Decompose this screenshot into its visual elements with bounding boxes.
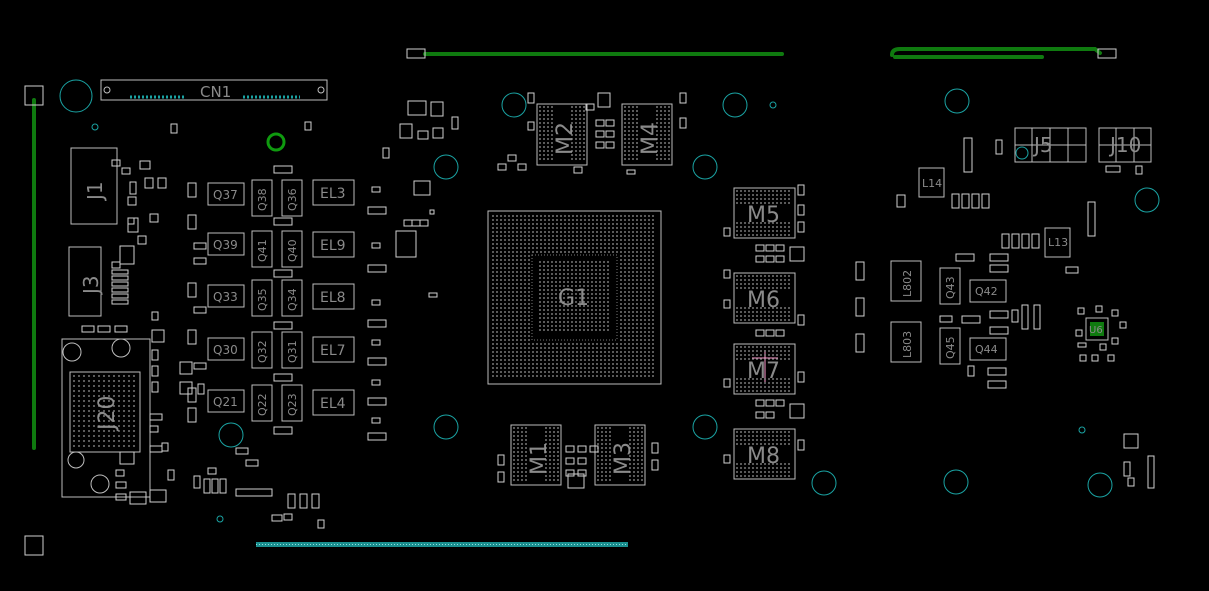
el7-label: EL7 <box>320 343 346 359</box>
mosfet-q30[interactable]: Q30 <box>207 337 245 361</box>
q40-label: Q40 <box>286 239 299 262</box>
mosfet-q34[interactable]: Q34 <box>281 279 303 317</box>
m7-label: M7 <box>747 359 780 384</box>
memory-m7[interactable]: M7 <box>733 343 796 395</box>
q38-label: Q38 <box>256 188 269 211</box>
inductor-el9[interactable]: EL9 <box>312 231 355 258</box>
inductor-el3[interactable]: EL3 <box>312 179 355 206</box>
q31-label: Q31 <box>286 340 299 363</box>
mosfet-q42[interactable]: Q42 <box>969 279 1007 303</box>
memory-m8[interactable]: M8 <box>733 428 796 480</box>
connector-j3[interactable]: J3 <box>68 246 103 317</box>
el4-label: EL4 <box>320 396 346 412</box>
mosfet-q41[interactable]: Q41 <box>251 230 273 268</box>
connector-j1[interactable]: J1 <box>70 147 118 225</box>
inductor-el4[interactable]: EL4 <box>312 389 355 416</box>
q43-label: Q43 <box>944 276 957 299</box>
memory-m5[interactable]: M5 <box>733 187 796 239</box>
inductor-el8[interactable]: EL8 <box>312 283 355 310</box>
q37-label: Q37 <box>213 188 238 202</box>
mosfet-q21[interactable]: Q21 <box>207 389 245 413</box>
connector-cn1[interactable]: CN1 <box>100 79 328 101</box>
q34-label: Q34 <box>286 288 299 311</box>
q39-label: Q39 <box>213 238 238 252</box>
mosfet-q37[interactable]: Q37 <box>207 182 245 206</box>
smd-components <box>81 92 1155 529</box>
inductor-l14[interactable]: L14 <box>918 167 945 198</box>
q35-label: Q35 <box>256 288 269 311</box>
m3-label: M3 <box>611 442 636 475</box>
l14-label: L14 <box>922 177 942 190</box>
q23-label: Q23 <box>286 393 299 416</box>
connector-j5[interactable]: J5 <box>1014 127 1087 163</box>
inductor-l803[interactable]: L803 <box>890 321 922 363</box>
memory-m4[interactable]: M4 <box>621 103 673 166</box>
pcie-edge-connector <box>256 542 628 547</box>
memory-m1[interactable]: M1 <box>510 424 562 486</box>
mounting-holes <box>59 79 1160 523</box>
connector-j10[interactable]: J10 <box>1098 127 1152 163</box>
corner-pads <box>24 48 1117 556</box>
l803-label: L803 <box>901 331 914 358</box>
cn1-label: CN1 <box>200 83 231 101</box>
j1-label: J1 <box>83 181 107 202</box>
inductor-el7[interactable]: EL7 <box>312 336 355 363</box>
j5-label: J5 <box>1032 133 1053 157</box>
controller-u6[interactable]: U6 <box>1085 317 1109 341</box>
q44-label: Q44 <box>975 343 998 356</box>
copper-traces <box>32 47 1102 450</box>
el9-label: EL9 <box>320 238 346 254</box>
memory-m2[interactable]: M2 <box>536 103 588 166</box>
q42-label: Q42 <box>975 285 998 298</box>
m5-label: M5 <box>747 203 780 228</box>
el8-label: EL8 <box>320 290 346 306</box>
mosfet-q23[interactable]: Q23 <box>281 384 303 422</box>
j3-label: J3 <box>79 275 103 296</box>
mosfet-q35[interactable]: Q35 <box>251 279 273 317</box>
mosfet-q40[interactable]: Q40 <box>281 230 303 268</box>
inductor-l13[interactable]: L13 <box>1044 227 1071 258</box>
memory-m3[interactable]: M3 <box>594 424 646 486</box>
mosfet-q32[interactable]: Q32 <box>251 331 273 369</box>
q32-label: Q32 <box>256 340 269 363</box>
mosfet-q38[interactable]: Q38 <box>251 179 273 217</box>
el3-label: EL3 <box>320 186 346 202</box>
q33-label: Q33 <box>213 290 238 304</box>
m2-label: M2 <box>553 122 578 155</box>
q30-label: Q30 <box>213 343 238 357</box>
mosfet-q45[interactable]: Q45 <box>939 327 961 365</box>
m4-label: M4 <box>638 122 663 155</box>
m6-label: M6 <box>747 288 780 313</box>
j10-label: J10 <box>1108 133 1141 157</box>
l13-label: L13 <box>1048 236 1068 249</box>
connector-j20[interactable]: J20 <box>61 338 151 498</box>
q36-label: Q36 <box>286 188 299 211</box>
inductor-l802[interactable]: L802 <box>890 260 922 302</box>
mosfet-q33[interactable]: Q33 <box>207 284 245 308</box>
l802-label: L802 <box>901 270 914 297</box>
m1-label: M1 <box>527 442 552 475</box>
mosfet-q43[interactable]: Q43 <box>939 267 961 305</box>
memory-m6[interactable]: M6 <box>733 272 796 324</box>
mosfet-q44[interactable]: Q44 <box>969 337 1007 361</box>
mosfet-q36[interactable]: Q36 <box>281 179 303 217</box>
q21-label: Q21 <box>213 395 238 409</box>
gpu-g1[interactable]: G1 <box>487 210 662 385</box>
q45-label: Q45 <box>944 336 957 359</box>
m8-label: M8 <box>747 444 780 469</box>
mosfet-q39[interactable]: Q39 <box>207 232 245 256</box>
u6-label: U6 <box>1089 325 1103 336</box>
mosfet-q22[interactable]: Q22 <box>251 384 273 422</box>
q41-label: Q41 <box>256 239 269 262</box>
q22-label: Q22 <box>256 393 269 416</box>
mosfet-q31[interactable]: Q31 <box>281 331 303 369</box>
